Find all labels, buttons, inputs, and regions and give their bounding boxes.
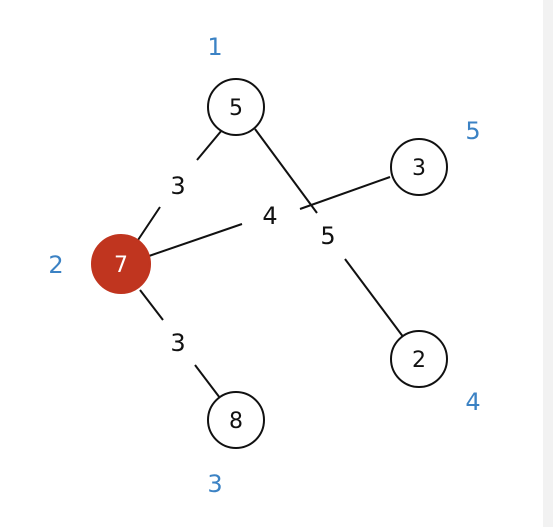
node-circle [390,138,448,196]
edge-segment [254,128,318,214]
edge-weight: 3 [170,329,185,357]
node[interactable]: 8 3 [207,391,265,498]
node-value: 8 [229,409,243,434]
node[interactable]: 5 1 [207,33,265,136]
edge-segment [137,206,161,241]
edge-weight: 4 [262,202,277,230]
node-index: 2 [48,251,63,279]
edge-segment [299,176,391,210]
node-value: 7 [114,253,128,278]
node-active[interactable]: 7 2 [48,234,151,294]
node[interactable]: 2 4 [390,330,481,416]
node[interactable]: 3 5 [390,117,481,196]
edge-segment [194,364,221,399]
node-index: 5 [465,117,480,145]
edge-segment [196,129,223,161]
node-index: 4 [465,388,480,416]
edge-segment [145,223,243,258]
edge-segment [139,289,164,321]
edge-weights: 3 4 5 3 [170,172,335,357]
node-value: 3 [412,156,426,181]
edge-segment [344,258,405,339]
node-circle [207,78,265,136]
node-circle [390,330,448,388]
edge-weight: 5 [320,222,335,250]
edge-weight: 3 [170,172,185,200]
node-index: 1 [207,33,222,61]
node-circle [207,391,265,449]
edges [137,128,405,399]
node-value: 2 [412,348,426,373]
node-circle-highlighted [91,234,151,294]
node-value: 5 [229,96,243,121]
right-edge-strip [543,0,553,527]
node-index: 3 [207,470,222,498]
